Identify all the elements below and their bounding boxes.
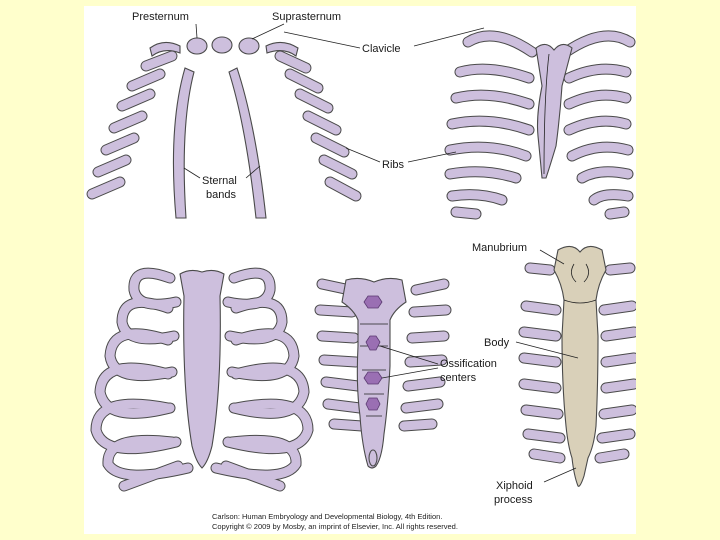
panel2-fused-bands xyxy=(535,43,573,179)
label-presternum: Presternum xyxy=(132,11,189,23)
label-ossification-line2: centers xyxy=(440,372,477,384)
credit-line-2: Copyright © 2009 by Mosby, an imprint of… xyxy=(212,522,458,531)
ossification-center xyxy=(363,371,383,385)
panel-sternal-bands xyxy=(86,36,362,219)
label-body: Body xyxy=(484,337,510,349)
leader-clavicle-left xyxy=(283,31,361,49)
label-suprasternum: Suprasternum xyxy=(272,11,341,23)
panel5-ribs xyxy=(518,262,636,464)
label-sternal-bands-line1: Sternal xyxy=(202,175,237,187)
presternum-shape xyxy=(211,36,233,54)
panel4-xiphoid xyxy=(368,449,378,467)
leader-manubrium xyxy=(539,249,565,265)
panel2-ribs xyxy=(444,30,636,220)
label-xiphoid-line2: process xyxy=(494,494,533,506)
leader-ossification-2 xyxy=(381,367,439,379)
ossification-center xyxy=(365,335,381,351)
label-manubrium: Manubrium xyxy=(472,242,527,254)
leader-sternal-bands-left xyxy=(183,167,201,179)
label-clavicle: Clavicle xyxy=(362,43,401,55)
presternum-shape xyxy=(186,37,208,55)
leader-ossification-1 xyxy=(379,345,439,365)
panel-mature-sternum xyxy=(518,245,636,487)
leader-clavicle-right xyxy=(413,27,485,47)
leader-ribs-right xyxy=(407,151,457,163)
label-sternal-bands-line2: bands xyxy=(206,189,236,201)
labels: Presternum Suprasternum Clavicle Ribs St… xyxy=(132,11,579,506)
leader-ribs-left xyxy=(345,147,381,163)
mature-sternum-bone xyxy=(553,245,607,487)
leader-presternum xyxy=(195,23,198,39)
label-ossification-line1: Ossification xyxy=(440,358,497,370)
leader-body xyxy=(515,341,579,359)
panel1-right-ribs xyxy=(274,50,362,202)
panel1-left-ribs xyxy=(86,50,178,200)
right-sternal-band xyxy=(228,67,267,219)
ossification-center xyxy=(363,295,383,309)
label-ribs: Ribs xyxy=(382,159,405,171)
suprasternum-shape xyxy=(238,37,260,55)
leader-xiphoid xyxy=(543,467,577,483)
left-clavicle xyxy=(149,41,181,57)
sternum-development-figure: Presternum Suprasternum Clavicle Ribs St… xyxy=(84,6,636,534)
panel-ossification xyxy=(314,277,452,469)
leader-sternal-bands-right xyxy=(245,165,261,179)
figure-drawing: Presternum Suprasternum Clavicle Ribs St… xyxy=(86,11,636,531)
panel4-ribs xyxy=(314,278,452,432)
leader-suprasternum xyxy=(251,23,285,40)
ossification-center xyxy=(365,397,381,411)
right-clavicle xyxy=(265,41,299,57)
panel3-sternum xyxy=(179,269,225,469)
panel3-ribs xyxy=(90,267,314,492)
credit-line-1: Carlson: Human Embryology and Developmen… xyxy=(212,512,442,521)
label-xiphoid-line1: Xiphoid xyxy=(496,480,533,492)
panel-fused-sternum xyxy=(90,267,314,492)
panel-fusing-bands xyxy=(444,30,636,220)
left-sternal-band xyxy=(172,67,195,219)
